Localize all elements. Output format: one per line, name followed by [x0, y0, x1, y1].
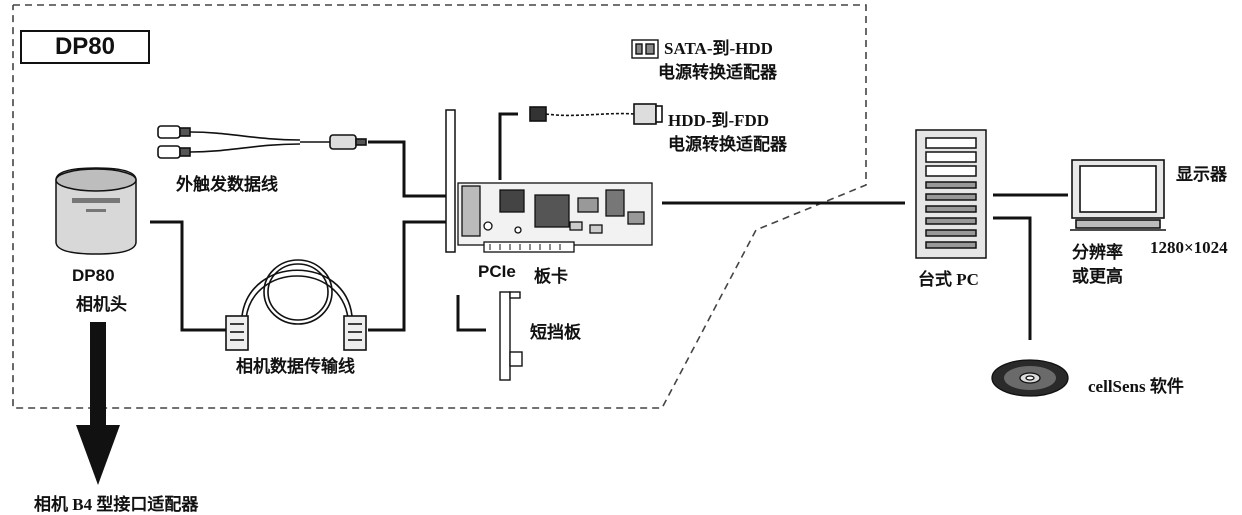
software-disc-device [991, 359, 1069, 397]
connection-lines [150, 112, 1068, 340]
desktop-pc-device [915, 129, 987, 259]
resolution-label-2: 或更高 [1072, 267, 1123, 286]
short-bracket-device [499, 291, 523, 381]
short-bracket-label: 短挡板 [530, 323, 581, 342]
dp80-system-boundary [12, 4, 867, 409]
trigger-cable-label: 外触发数据线 [176, 175, 278, 194]
sata-adapter-device [631, 39, 659, 59]
pcie-label: PCIe [478, 262, 516, 281]
down-arrow [76, 322, 120, 485]
sata-adapter-label-2: 电源转换适配器 [658, 63, 777, 82]
camera-head-label: 相机头 [76, 295, 127, 314]
data-cable-device [225, 259, 367, 351]
resolution-label-1: 分辨率 [1072, 243, 1123, 262]
monitor-device [1070, 159, 1166, 231]
camera-model-label: DP80 [72, 266, 115, 285]
camera-head-device [55, 167, 137, 255]
pcie-board-device [457, 182, 653, 253]
software-label: cellSens 软件 [1088, 377, 1184, 396]
trigger-cable-device [157, 125, 367, 159]
resolution-value: 1280×1024 [1150, 238, 1228, 257]
hdd-fdd-adapter-device [529, 103, 663, 125]
hdd-adapter-label-1: HDD-到-FDD [668, 111, 770, 130]
hdd-adapter-label-2: 电源转换适配器 [668, 135, 787, 154]
pcie-bracket [445, 109, 456, 253]
monitor-label: 显示器 [1176, 165, 1227, 184]
diagram-title: DP80 [20, 30, 150, 64]
sata-adapter-label-1: SATA-到-HDD [664, 39, 773, 58]
adapter-label: 相机 B4 型接口适配器 [34, 495, 199, 514]
data-cable-label: 相机数据传输线 [236, 357, 355, 376]
board-label: 板卡 [534, 267, 568, 286]
desktop-pc-label: 台式 PC [918, 270, 979, 289]
